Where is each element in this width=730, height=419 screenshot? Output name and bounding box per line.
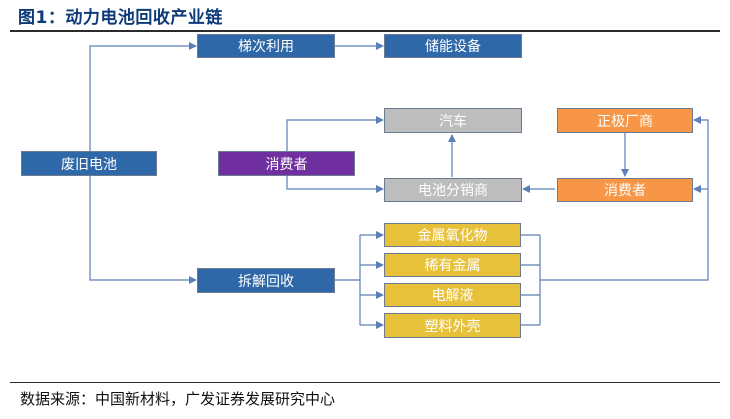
top-rule	[10, 30, 720, 32]
line-consumer-to-distributor	[286, 175, 384, 193]
automobile-node: 汽车	[384, 108, 522, 133]
bottom-rule	[10, 382, 720, 383]
dismantle-recycle-node: 拆解回收	[197, 268, 335, 293]
line-consumer-to-auto	[286, 116, 384, 151]
metal-oxide-node: 金属氧化物	[384, 223, 521, 247]
consumer-right-node: 消费者	[557, 178, 693, 202]
figure-title: 图1：动力电池回收产业链	[18, 8, 223, 28]
line-waste-to-cascade	[89, 42, 197, 152]
cathode-factory-node: 正极厂商	[557, 108, 693, 133]
battery-distributor-node: 电池分销商	[384, 178, 522, 202]
waste-battery-node: 废旧电池	[21, 151, 157, 176]
rare-metal-node: 稀有金属	[384, 253, 521, 277]
line-waste-to-dismantle	[89, 176, 197, 284]
consumer-left-node: 消费者	[218, 151, 355, 176]
cascade-use-node: 梯次利用	[197, 34, 335, 58]
energy-storage-node: 储能设备	[384, 34, 522, 58]
line-to-cathode-loop	[540, 116, 709, 281]
source-note: 数据来源：中国新材料，广发证券发展研究中心	[20, 390, 336, 408]
electrolyte-node: 电解液	[384, 283, 521, 307]
plastic-shell-node: 塑料外壳	[384, 313, 521, 338]
